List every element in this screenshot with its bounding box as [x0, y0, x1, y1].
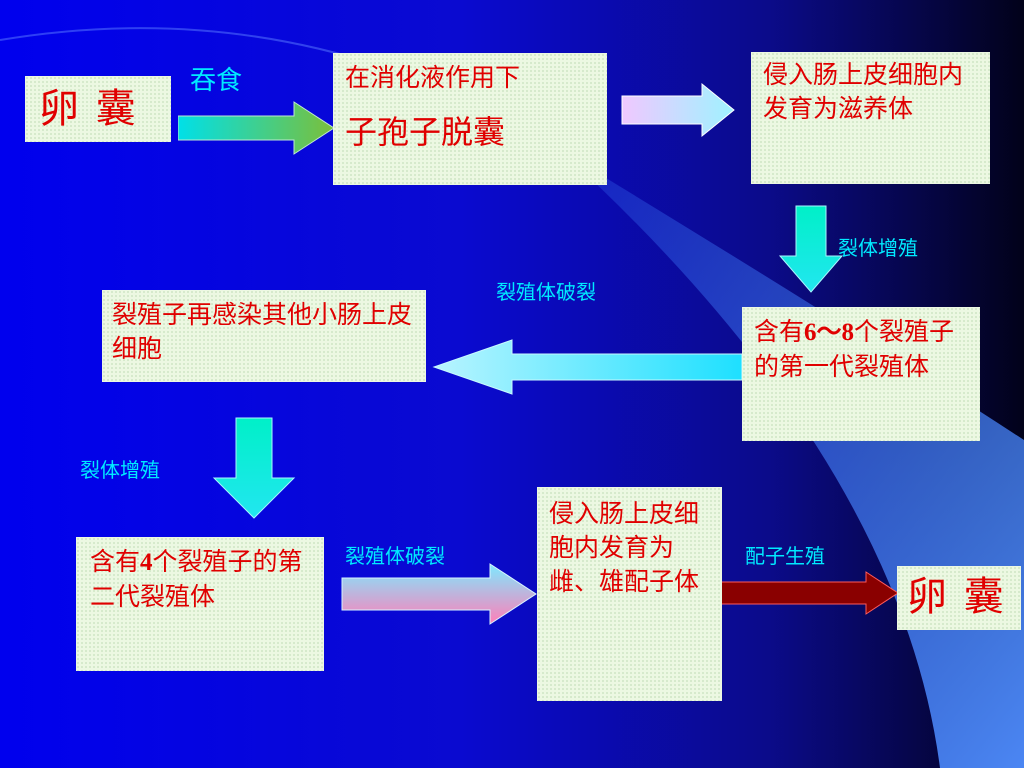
excystation-box: 在消化液作用下 子孢子脱囊 [333, 53, 607, 185]
trophozoite-box: 侵入肠上皮细胞内发育为滋养体 [751, 52, 990, 184]
label-gametogony: 配子生殖 [745, 544, 825, 568]
arrow-to-trophozoite [621, 82, 735, 138]
first-gen-schizont-box: 含有6～8个裂殖子的第一代裂殖体 [742, 307, 980, 441]
arrow-rupture-2 [341, 563, 537, 625]
label-rupture-1: 裂殖体破裂 [496, 280, 596, 304]
second-gen-schizont-box: 含有4个裂殖子的第二代裂殖体 [76, 537, 324, 671]
oocyst-end-text: 卵 囊 [907, 574, 1006, 620]
arrow-ingest [178, 101, 335, 155]
gamont-box: 侵入肠上皮细胞内发育为雌、雄配子体 [537, 487, 722, 701]
second-gen-post: 个裂殖子的第二代裂殖体 [90, 547, 303, 611]
label-ingest: 吞食 [190, 66, 243, 96]
trophozoite-text: 侵入肠上皮细胞内发育为滋养体 [763, 60, 964, 123]
second-gen-count: 4 [140, 549, 153, 576]
oocyst-start-text: 卵 囊 [39, 86, 138, 132]
first-gen-post: 个裂殖子的第一代裂殖体 [754, 317, 955, 381]
arrow-gametogony [717, 571, 899, 615]
arrow-down-schizogony-2 [212, 417, 296, 519]
label-schizogony-2: 裂体增殖 [80, 458, 160, 482]
first-gen-count: 6～8 [804, 319, 855, 346]
second-gen-pre: 含有 [90, 547, 141, 576]
oocyst-end-box: 卵 囊 [897, 566, 1021, 630]
merozoite-reinfect-box: 裂殖子再感染其他小肠上皮细胞 [102, 290, 426, 382]
gamont-text: 侵入肠上皮细胞内发育为雌、雄配子体 [549, 499, 700, 596]
arrow-down-schizogony-1 [778, 205, 844, 293]
excystation-line2: 子孢子脱囊 [345, 112, 506, 151]
label-rupture-2: 裂殖体破裂 [345, 544, 445, 568]
arrow-left-rupture-1 [432, 339, 743, 395]
oocyst-start-box: 卵 囊 [25, 76, 171, 142]
label-schizogony-1: 裂体增殖 [838, 236, 918, 260]
first-gen-pre: 含有 [754, 317, 805, 346]
excystation-line1: 在消化液作用下 [345, 63, 521, 92]
merozoite-reinfect-text: 裂殖子再感染其他小肠上皮细胞 [112, 300, 413, 363]
